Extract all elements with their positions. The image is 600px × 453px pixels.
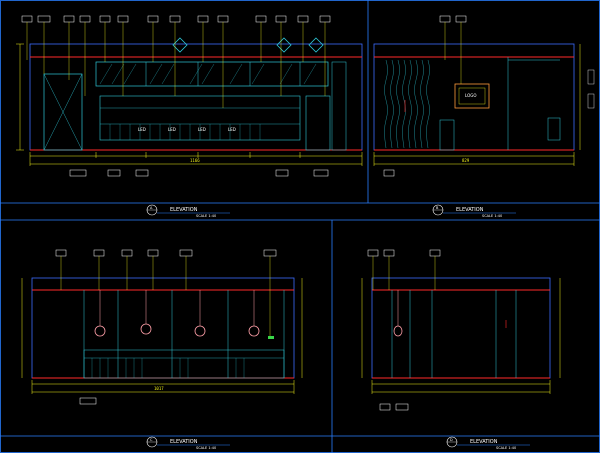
- pendant-lamp-icon: [140, 323, 152, 335]
- panel-d-bottom-tags: [379, 403, 409, 411]
- panel-a-counter-slats: [109, 124, 261, 140]
- pendant-lamp-icon: [94, 325, 106, 337]
- panel-d-wall-outline: [371, 277, 551, 379]
- panel-c-title: ELEVATION: [170, 439, 198, 445]
- panel-a-callout-tags: [21, 15, 331, 23]
- panel-d-elevation: D ELEVATION SCALE 1:40: [361, 249, 561, 450]
- panel-a-door-swing-2: [43, 73, 83, 151]
- panel-d-code: D: [450, 438, 453, 442]
- panel-a-wall-outline: [29, 43, 363, 151]
- panel-b-dimension-lines: [373, 44, 581, 166]
- panel-d-dimension-lines: [361, 278, 561, 394]
- panel-c-title-block: C ELEVATION SCALE 1:40: [146, 436, 230, 450]
- panel-b-side-box: [547, 117, 561, 141]
- panel-a-upper-glass-band: [95, 61, 329, 87]
- panel-a-led-label-4: LED: [228, 127, 236, 132]
- panel-c-dimension-lines: [21, 278, 303, 394]
- panel-a-led-label-2: LED: [168, 127, 176, 132]
- panel-a-scale: SCALE 1:40: [196, 214, 216, 218]
- panel-d-leader-lines: [372, 256, 436, 290]
- panel-b-bottom-tags: [383, 169, 395, 177]
- panel-c-green-marker: [268, 336, 274, 339]
- panel-c-wall-outline: [31, 277, 295, 379]
- pendant-lamp-icon: [194, 325, 206, 337]
- panel-d-wall-divisions: [391, 290, 517, 378]
- panel-d-title: ELEVATION: [470, 439, 498, 445]
- panel-a-led-label-3: LED: [198, 127, 206, 132]
- panel-b-right-tags: [587, 69, 595, 109]
- panel-c-banquette: [83, 349, 285, 379]
- panel-c-leader-lines: [60, 256, 271, 336]
- panel-d-callout-tags: [367, 249, 441, 257]
- panel-a-section-markers: [172, 37, 324, 53]
- panel-c-scale: SCALE 1:40: [196, 446, 216, 450]
- panel-b-callout-tags: [439, 15, 467, 23]
- panel-a-glass-hatch: [99, 63, 317, 85]
- panel-b-title-block: B ELEVATION SCALE 1:40: [432, 204, 516, 218]
- panel-b-code: B: [436, 206, 439, 210]
- panel-c-callout-tags: [55, 249, 277, 257]
- panel-a-title: ELEVATION: [170, 207, 198, 213]
- panel-b-curtain: [384, 59, 430, 149]
- pendant-lamp-icon: [248, 325, 260, 337]
- panel-c-elevation: 1017 C ELEVATION SCALE 1:40: [21, 249, 303, 450]
- panel-b-logo-label: LOGO: [465, 93, 476, 98]
- panel-d-scale: SCALE 1:40: [496, 446, 516, 450]
- panel-c-code: C: [150, 438, 153, 442]
- panel-a-elevation: LED LED LED LED: [16, 15, 363, 218]
- panel-a-side-cabinet: [305, 95, 331, 151]
- panel-c-pendant-lamps: [94, 290, 260, 337]
- panel-b-overall-dimension: 829: [462, 158, 470, 163]
- panel-a-bottom-tags: [69, 169, 329, 177]
- panel-b-title: ELEVATION: [456, 207, 484, 213]
- panel-b-cabinet: [439, 119, 455, 151]
- panel-d-title-block: D ELEVATION SCALE 1:40: [446, 436, 530, 450]
- panel-c-overall-dimension: 1017: [154, 386, 164, 391]
- panel-b-elevation: LOGO 829 B ELEVATION: [373, 15, 595, 218]
- panel-a-door: [43, 73, 83, 151]
- panel-c-banquette-slats: [91, 358, 245, 378]
- panel-a-title-block: A ELEVATION SCALE 1:40: [146, 204, 230, 218]
- panel-a-code: A: [150, 206, 153, 210]
- panel-b-logo-frame: [454, 83, 490, 109]
- panel-b-scale: SCALE 1:40: [482, 214, 502, 218]
- panel-a-dimension-lines: [16, 43, 363, 166]
- panel-a-pilaster: [331, 61, 347, 151]
- panel-c-bottom-tags: [79, 397, 97, 405]
- panel-a-leader-lines: [26, 22, 326, 108]
- panel-a-overall-dimension: 1166: [190, 158, 200, 163]
- panel-a-led-label-1: LED: [138, 127, 146, 132]
- pendant-lamp-icon: [393, 325, 403, 337]
